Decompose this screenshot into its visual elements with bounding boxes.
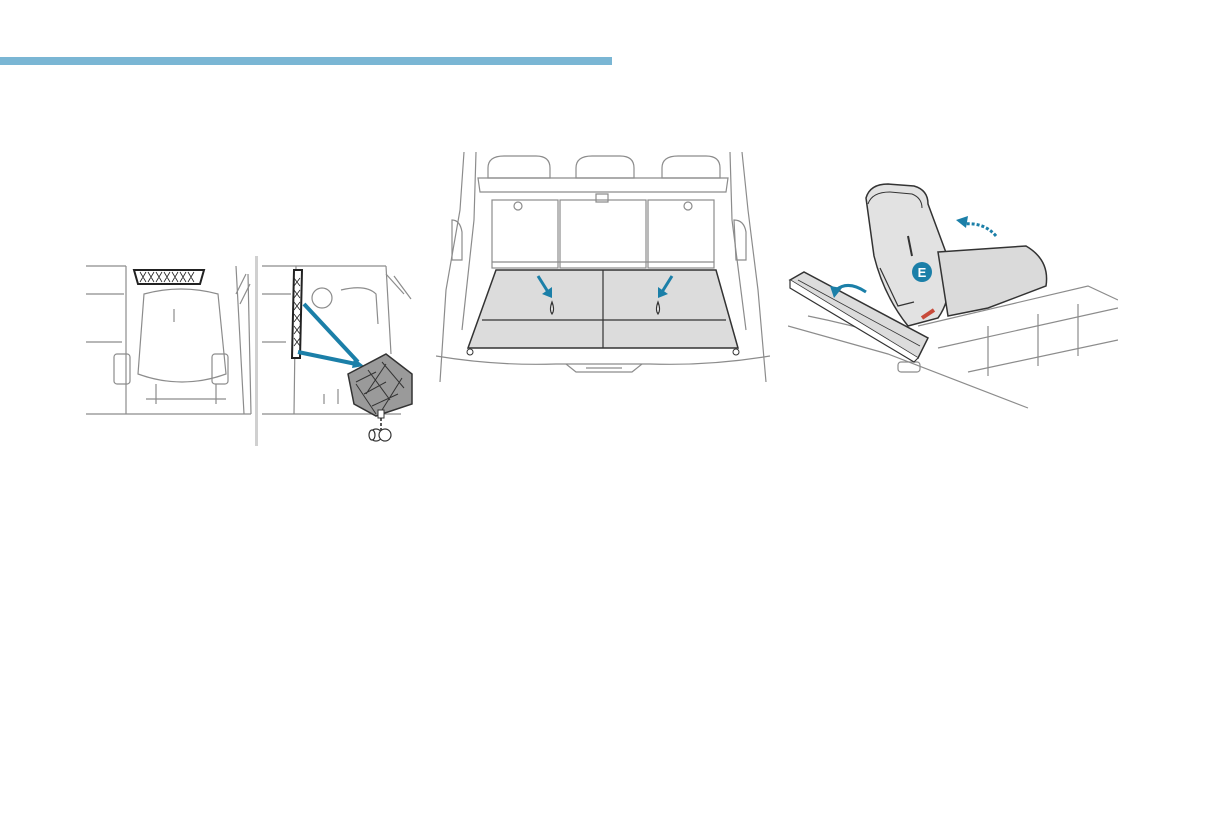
section-header-rule <box>0 57 612 65</box>
floor-panel-storage-illustration <box>86 254 416 449</box>
svg-text:E: E <box>918 265 927 280</box>
callout-e-badge: E <box>912 262 932 282</box>
boot-floor-illustration <box>436 150 770 382</box>
seat-fold-illustration: E <box>788 176 1118 412</box>
third-row-seat <box>866 184 1047 326</box>
tilt-arrow-icon <box>956 216 996 236</box>
stowed-panel-icon <box>292 270 302 358</box>
clip-arrow-icon <box>298 304 364 368</box>
floor-panels <box>467 270 739 355</box>
trellis-panel-icon <box>134 270 204 284</box>
fastener-icon <box>369 429 391 441</box>
